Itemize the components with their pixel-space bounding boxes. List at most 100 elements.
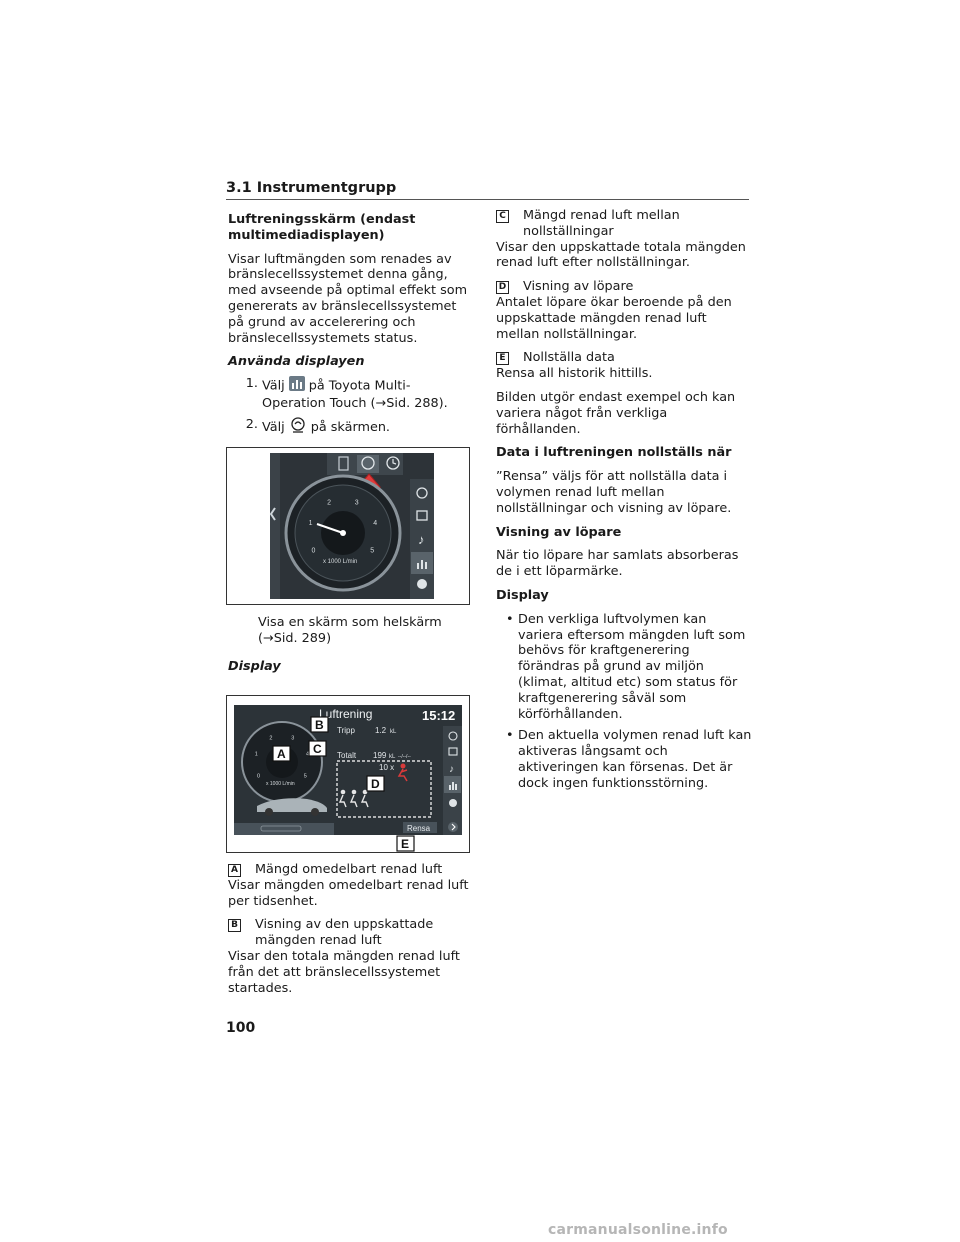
gauge-tick-5: 5 (370, 548, 374, 555)
total-value: 199 (373, 751, 387, 760)
label-d: D (496, 281, 509, 295)
item-title: Mängd renad luft mellan nollställningar (523, 208, 680, 239)
chevron-right-icon (451, 823, 456, 831)
air-cleaning-heading: Luftreningsskärm (endast multimediadispl… (228, 212, 468, 244)
gauge-tick-labels: 0 1 2 3 4 5 (309, 499, 378, 554)
air-purifier-menu-icon (448, 731, 458, 741)
bullet-2: •Den aktuella volymen renad luft kan akt… (496, 728, 752, 791)
item-b-title: B Visning av den uppskattade mängden rena… (228, 917, 472, 949)
item-title: Mängd omedelbart renad luft (255, 862, 443, 877)
callout-e: E (401, 837, 409, 851)
total-unit: kL (389, 754, 396, 760)
bar-chart-icon (288, 376, 305, 396)
menu-screen-figure: 0 1 2 3 4 5 x 1000 L/min ♪ (226, 447, 470, 605)
step-number: 2. (245, 416, 258, 432)
gauge-tick-0: 0 (312, 548, 316, 555)
gauge-tick-4: 4 (373, 520, 377, 527)
callout-box-c (308, 740, 327, 757)
air-purifier-icon (289, 417, 307, 438)
clear-button: Rensa (407, 824, 431, 833)
seat-icon (416, 510, 428, 521)
gauge-tick-3: 3 (355, 499, 359, 506)
left-column-top: Luftreningsskärm (endast multimediadispl… (228, 212, 468, 443)
step-post: på Toyota Multi-Operation Touch (→Sid. 2… (262, 378, 448, 411)
trip-value: 1.2 (375, 726, 387, 735)
item-title: Nollställa data (523, 350, 615, 366)
callout-a: A (277, 747, 286, 761)
runner-area-box (336, 760, 432, 818)
bullet-1: •Den verkliga luftvolymen kan variera ef… (496, 612, 752, 723)
item-a-title: A Mängd omedelbart renad luft (228, 862, 472, 878)
gauge-tick-1: 1 (255, 752, 258, 758)
gauge-tick-2: 2 (327, 499, 331, 506)
runner-heading: Visning av löpare (496, 524, 622, 540)
air-purifier-menu-icon (416, 487, 428, 499)
display-heading-left: Display (228, 659, 281, 674)
use-display-heading: Använda displayen (228, 354, 365, 370)
music-note-icon: ♪ (418, 532, 425, 547)
trip-unit: kL (390, 729, 397, 735)
heading-line-1: Luftreningsskärm (endast (228, 212, 416, 227)
bullet-text: Den verkliga luftvolymen kan variera eft… (518, 611, 746, 722)
gauge-tick-3: 3 (291, 735, 294, 741)
gauge-tick-4: 4 (306, 752, 309, 758)
screen-clock: 15:12 (422, 708, 455, 723)
bar-chart-menu-icon (417, 560, 427, 569)
section-divider (226, 199, 749, 200)
item-d-desc: Antalet löpare ökar beroende på den upps… (496, 294, 732, 342)
item-c-title: C Mängd renad luft mellan nollställningar (496, 208, 752, 240)
bullet-dot: • (506, 611, 514, 627)
watermark: carmanualsonline.info (548, 1222, 728, 1238)
callout-b: B (315, 718, 324, 732)
trip-label: Tripp (337, 726, 355, 735)
item-c-desc: Visar den uppskattade totala mängden ren… (496, 239, 746, 271)
settings-gear-icon (417, 579, 427, 589)
label-c: C (496, 210, 509, 223)
reset-text: ”Rensa” väljs för att nollställa data i … (496, 469, 732, 516)
label-e: E (496, 352, 509, 366)
gauge-unit: x 1000 L/min (266, 781, 295, 787)
runner-text: När tio löpare har samlats absorberas de… (496, 548, 739, 580)
right-column: C Mängd renad luft mellan nollställningar… (496, 208, 752, 798)
label-b: B (228, 919, 241, 933)
gauge-unit: x 1000 L/min (323, 559, 357, 565)
callout-c: C (313, 742, 322, 756)
callout-box-d (366, 775, 385, 792)
callout-box-b (310, 716, 329, 733)
music-note-icon: ♪ (449, 764, 454, 775)
item-e-title: E Nollställa data (496, 350, 752, 366)
gauge-tick-5: 5 (304, 773, 307, 779)
heading-line-2: multimediadisplayen) (228, 227, 385, 243)
seat-icon (448, 747, 458, 756)
bullet-text: Den aktuella volymen renad luft kan akti… (518, 728, 752, 791)
intro-paragraph: Visar luftmängden som renades av bränsle… (228, 251, 468, 346)
left-column-bottom: A Mängd omedelbart renad luft Visar mängd… (228, 862, 472, 1004)
item-title: Visning av den uppskattade mängden renad… (255, 917, 434, 949)
screen-title: Luftrening (319, 707, 372, 721)
item-a-desc: Visar mängden omedelbart renad luft per … (228, 877, 469, 909)
step-pre: Välj (262, 419, 285, 435)
gauge-tick-1: 1 (309, 520, 313, 527)
bar-chart-menu-icon (449, 782, 457, 790)
step-pre: Välj (262, 378, 285, 394)
callout-box-a (272, 745, 291, 762)
runner-figures (338, 763, 408, 808)
fuel-cell-icon (338, 456, 349, 471)
page-number: 100 (226, 1020, 256, 1036)
total-label: Totalt (337, 751, 357, 760)
item-b-desc: Visar den totala mängden renad luft från… (228, 948, 460, 996)
gauge-tick-2: 2 (269, 735, 272, 741)
callout-d: D (371, 777, 380, 791)
figure1-caption: Visa en skärm som helskärm (→Sid. 289) (258, 615, 442, 646)
label-a: A (228, 864, 241, 877)
total-date: --/--/-- (398, 754, 411, 760)
reset-heading: Data i luftreningen nollställs när (496, 445, 732, 461)
example-note: Bilden utgör endast exempel och kan vari… (496, 389, 736, 437)
section-title: 3.1 Instrumentgrupp (226, 180, 397, 196)
